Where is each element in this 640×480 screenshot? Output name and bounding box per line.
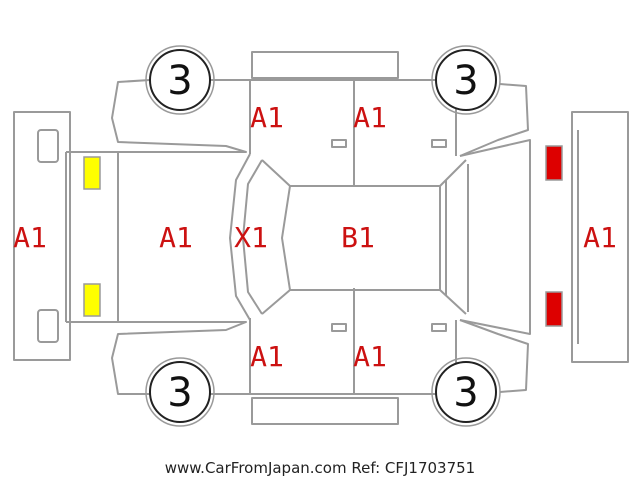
windshield-code: X1 [234,221,268,254]
car-body-outline [65,51,531,425]
wheel-rear-right-label: 3 [453,370,478,416]
wheel-front-right: 3 [145,357,215,427]
headlight-top-marker [83,156,101,190]
wheel-rear-left: 3 [431,45,501,115]
hood-code: A1 [159,221,193,254]
wheel-rear-right: 3 [431,357,501,427]
footer-reference: www.CarFromJapan.com Ref: CFJ1703751 [165,459,475,477]
taillight-bottom-marker [545,291,563,327]
wheel-front-left-label: 3 [167,58,192,104]
cabin [229,153,467,321]
front-door-top-code: A1 [250,101,284,134]
rear-door-top-code: A1 [353,101,387,134]
headlight-bottom-marker [83,283,101,317]
roof-code: B1 [341,221,375,254]
front-bumper-code: A1 [13,221,47,254]
wheel-front-right-label: 3 [167,370,192,416]
front-bumper-panel [13,111,71,361]
rear-bumper-code: A1 [583,221,617,254]
taillight-top-marker [545,145,563,181]
front-door-bottom-code: A1 [250,340,284,373]
wheel-front-left: 3 [145,45,215,115]
rear-door-bottom-code: A1 [353,340,387,373]
rear-bumper-panel [571,111,629,363]
wheel-rear-left-label: 3 [453,58,478,104]
